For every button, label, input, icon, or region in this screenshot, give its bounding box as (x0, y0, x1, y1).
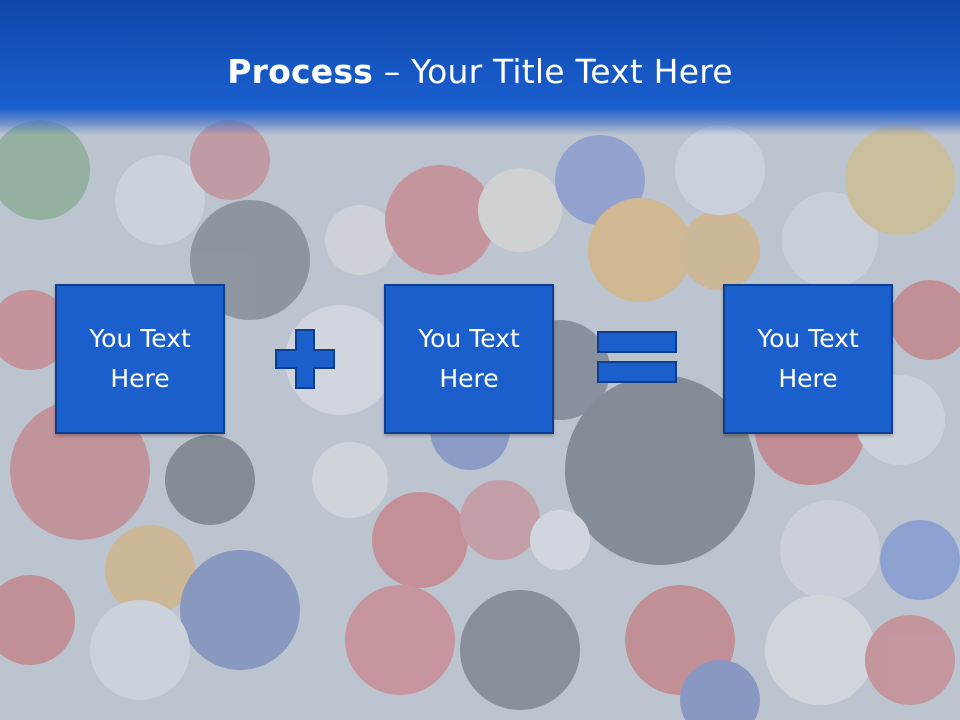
process-box-3[interactable]: You Text Here (723, 284, 893, 434)
title-rest-text: – Your Title Text Here (373, 52, 733, 91)
equals-icon (597, 331, 677, 383)
process-box-3-label: You Text Here (757, 324, 859, 393)
title-bold-text: Process (227, 52, 374, 91)
title-banner (0, 0, 960, 135)
process-box-2-label: You Text Here (418, 324, 520, 393)
process-box-1-label: You Text Here (89, 324, 191, 393)
process-box-2[interactable]: You Text Here (384, 284, 554, 434)
slide-title[interactable]: Process – Your Title Text Here (0, 52, 960, 91)
plus-icon (275, 329, 335, 389)
process-box-1[interactable]: You Text Here (55, 284, 225, 434)
